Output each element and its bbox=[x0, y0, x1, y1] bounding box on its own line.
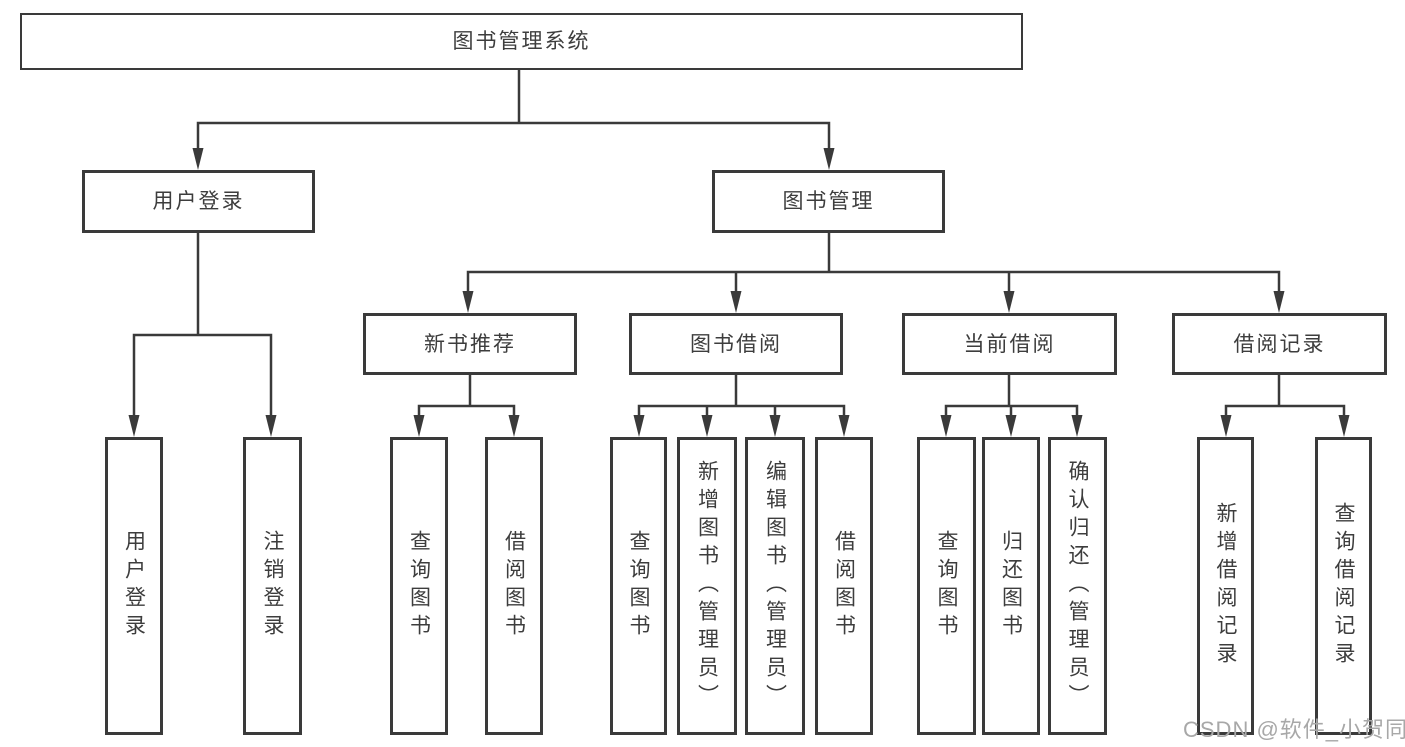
leaf-current-confirm-return-admin: 确认归还（管理员） bbox=[1048, 437, 1107, 735]
node-library-management-system: 图书管理系统 bbox=[20, 13, 1023, 70]
arrow-down-icon bbox=[508, 415, 520, 437]
leaf-current-return-books: 归还图书 bbox=[982, 437, 1040, 735]
node-borrow-records: 借阅记录 bbox=[1172, 313, 1387, 375]
leaf-current-query-books: 查询图书 bbox=[917, 437, 976, 735]
arrow-down-icon bbox=[1273, 291, 1285, 313]
leaf-borrowing-query-books: 查询图书 bbox=[610, 437, 667, 735]
arrow-down-icon bbox=[1220, 415, 1232, 437]
leaf-borrowing-edit-books-admin: 编辑图书（管理员） bbox=[745, 437, 805, 735]
arrow-down-icon bbox=[128, 415, 140, 437]
arrow-down-icon bbox=[940, 415, 952, 437]
leaf-records-add-record: 新增借阅记录 bbox=[1197, 437, 1254, 735]
csdn-watermark: CSDN @软件_小贺同学 bbox=[1183, 717, 1405, 742]
arrow-down-icon bbox=[1005, 415, 1017, 437]
node-current-borrowing: 当前借阅 bbox=[902, 313, 1117, 375]
arrow-down-icon bbox=[769, 415, 781, 437]
arrow-down-icon bbox=[838, 415, 850, 437]
node-book-borrowing: 图书借阅 bbox=[629, 313, 843, 375]
leaf-newbook-borrow-books: 借阅图书 bbox=[485, 437, 543, 735]
arrow-down-icon bbox=[265, 415, 277, 437]
leaf-borrowing-add-books-admin: 新增图书（管理员） bbox=[677, 437, 737, 735]
arrow-down-icon bbox=[633, 415, 645, 437]
leaf-logout: 注销登录 bbox=[243, 437, 302, 735]
node-user-login: 用户登录 bbox=[82, 170, 315, 233]
leaf-newbook-query-books: 查询图书 bbox=[390, 437, 448, 735]
arrow-down-icon bbox=[823, 148, 835, 170]
arrow-down-icon bbox=[1071, 415, 1083, 437]
leaf-records-query-record: 查询借阅记录 bbox=[1315, 437, 1372, 735]
arrow-down-icon bbox=[462, 291, 474, 313]
leaf-user-login: 用户登录 bbox=[105, 437, 163, 735]
node-new-book-recommend: 新书推荐 bbox=[363, 313, 577, 375]
arrow-down-icon bbox=[413, 415, 425, 437]
node-book-management: 图书管理 bbox=[712, 170, 945, 233]
arrow-down-icon bbox=[1003, 291, 1015, 313]
arrow-down-icon bbox=[730, 291, 742, 313]
arrow-down-icon bbox=[192, 148, 204, 170]
arrow-down-icon bbox=[1338, 415, 1350, 437]
leaf-borrowing-borrow-books: 借阅图书 bbox=[815, 437, 873, 735]
arrow-down-icon bbox=[701, 415, 713, 437]
